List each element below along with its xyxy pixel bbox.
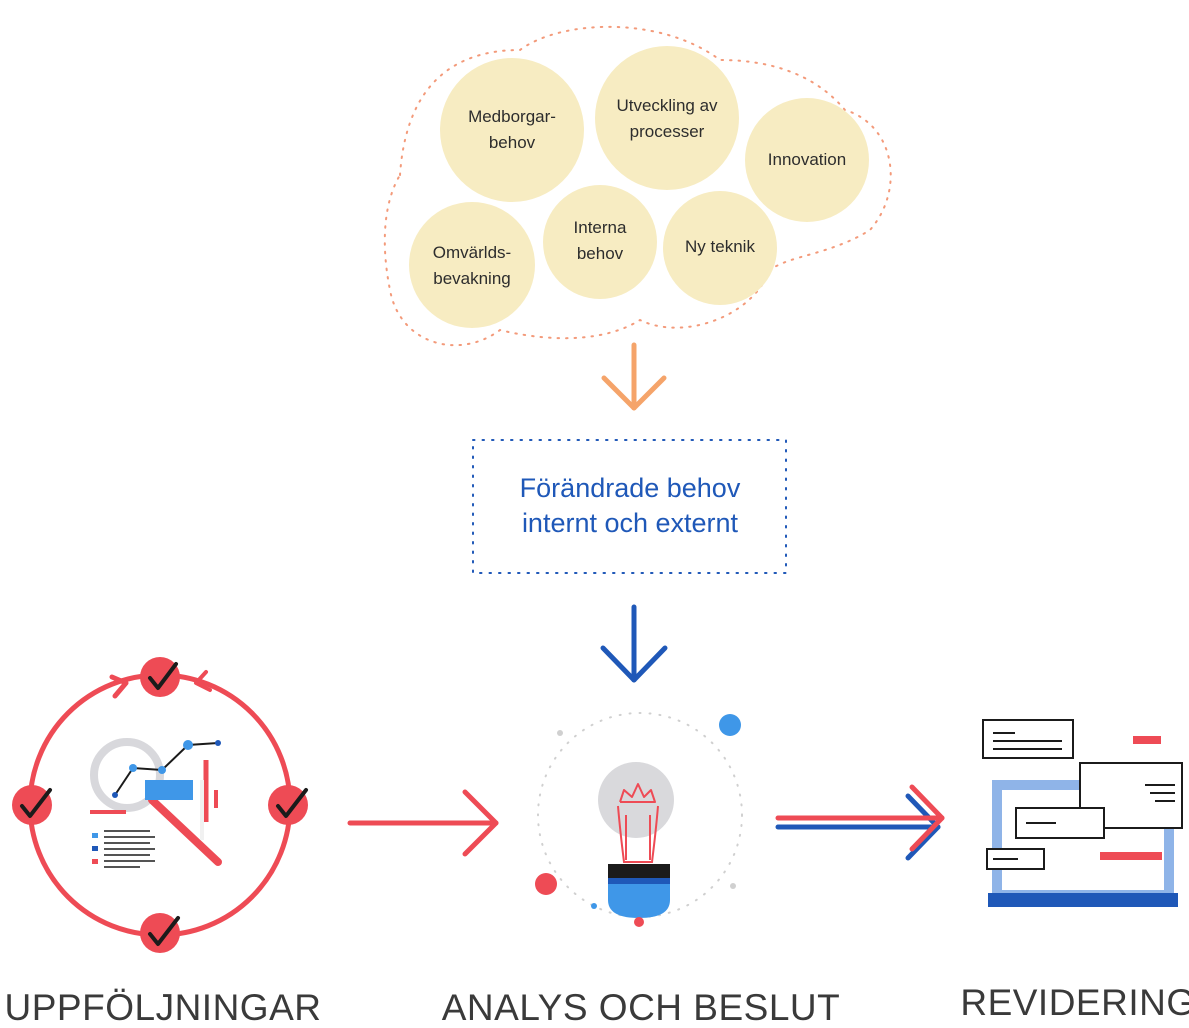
bubble-medborgarbehov: Medborgar-behov — [440, 58, 584, 202]
stage-label-analys-och-beslut: ANALYS OCH BESLUT — [442, 987, 840, 1028]
stage-label-revidering: REVIDERING — [960, 982, 1189, 1023]
changed-needs-box: Förändrade behov internt och externt — [472, 439, 787, 574]
svg-text:Innovation: Innovation — [768, 150, 846, 169]
magnifier-chart-icon — [90, 738, 222, 868]
orange-down-arrow — [601, 342, 667, 411]
blue-red-right-arrow — [775, 784, 945, 861]
bubble-innovation: Innovation — [745, 98, 869, 222]
svg-text:Omvärlds-bevakning: Omvärlds-bevakning — [433, 243, 511, 288]
svg-text:Medborgar-behov: Medborgar-behov — [468, 107, 556, 152]
svg-text:Ny teknik: Ny teknik — [685, 237, 755, 256]
revision-laptop-icon — [982, 719, 1183, 907]
red-right-arrow — [347, 789, 499, 857]
cycle-arrowhead-icon — [109, 674, 129, 699]
cycle-arrowhead-icon — [194, 670, 212, 692]
bubble-omvarldsbevakning: Omvärlds-bevakning — [409, 202, 535, 328]
lightbulb-icon — [535, 712, 743, 927]
check-badge-icon — [140, 913, 180, 953]
changed-needs-line1: Förändrade behov — [520, 473, 741, 503]
check-badge-icon — [140, 657, 180, 697]
blue-down-arrow — [600, 604, 668, 683]
check-badge-icon — [12, 785, 52, 825]
check-badge-icon — [268, 785, 308, 825]
followup-cycle-icon — [12, 657, 308, 953]
stage-label-uppfoljningar: UPPFÖLJNINGAR — [5, 987, 322, 1028]
bubble-ny-teknik: Ny teknik — [663, 191, 777, 305]
changed-needs-line2: internt och externt — [522, 508, 739, 538]
